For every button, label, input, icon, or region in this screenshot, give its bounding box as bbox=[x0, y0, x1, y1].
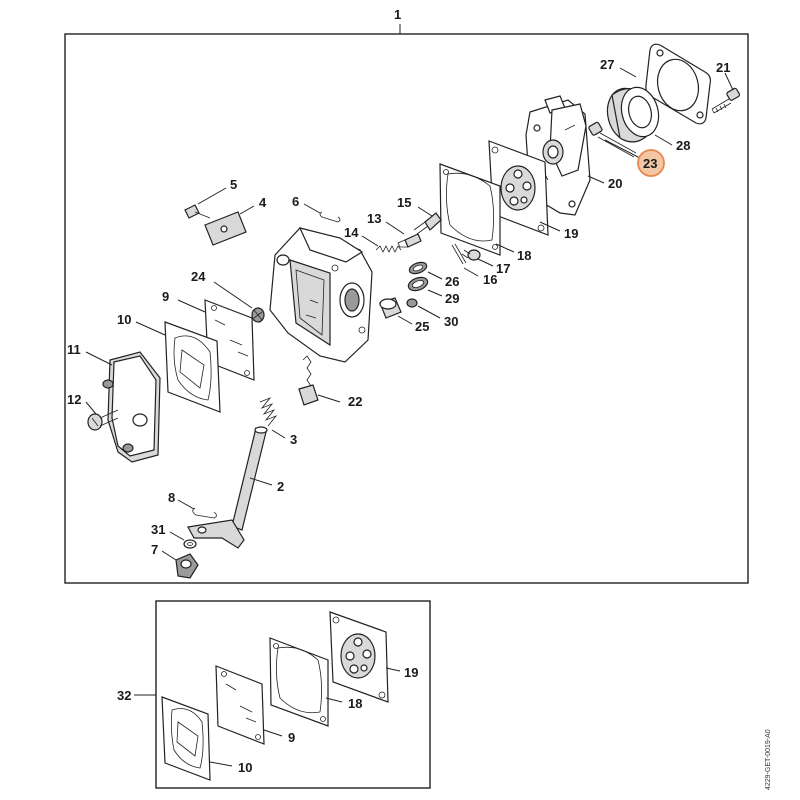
label-18[interactable]: 18 bbox=[517, 248, 531, 263]
part-15-needle[interactable] bbox=[413, 212, 442, 235]
kit-9-plate[interactable] bbox=[215, 665, 265, 745]
kit-10-gasket[interactable] bbox=[161, 696, 211, 781]
label-29[interactable]: 29 bbox=[445, 291, 459, 306]
label-15[interactable]: 15 bbox=[397, 195, 411, 210]
label-28[interactable]: 28 bbox=[676, 138, 690, 153]
label-20[interactable]: 20 bbox=[608, 176, 622, 191]
label-22[interactable]: 22 bbox=[348, 394, 362, 409]
part-28-intake-sleeve[interactable] bbox=[602, 83, 664, 146]
part-26-o-ring[interactable] bbox=[408, 260, 428, 276]
label-13[interactable]: 13 bbox=[367, 211, 381, 226]
part-19-diaphragm[interactable] bbox=[488, 140, 549, 236]
part-22-idle-screw[interactable] bbox=[298, 355, 319, 406]
label-3[interactable]: 3 bbox=[290, 432, 297, 447]
part-16-pin[interactable] bbox=[451, 243, 467, 265]
part-31-washer[interactable] bbox=[183, 539, 197, 549]
carburetor-body[interactable] bbox=[269, 227, 373, 363]
part-5-screw[interactable] bbox=[184, 204, 211, 219]
part-11-cover[interactable] bbox=[102, 351, 161, 463]
label-4[interactable]: 4 bbox=[259, 195, 267, 210]
part-13-inlet-needle[interactable] bbox=[397, 233, 422, 248]
label-2[interactable]: 2 bbox=[277, 479, 284, 494]
label-23-highlight[interactable] bbox=[637, 149, 665, 177]
part-30-plug[interactable] bbox=[406, 298, 418, 308]
label-11[interactable]: 11 bbox=[67, 342, 81, 357]
label-24[interactable]: 24 bbox=[191, 269, 206, 284]
label-17[interactable]: 17 bbox=[496, 261, 510, 276]
part-21-screw[interactable] bbox=[711, 87, 741, 114]
part-2-shaft[interactable] bbox=[187, 426, 268, 549]
doc-code: 4229-GET-0019-A0 bbox=[765, 729, 772, 790]
label-7[interactable]: 7 bbox=[151, 542, 158, 557]
label-16[interactable]: 16 bbox=[483, 272, 497, 287]
label-14[interactable]: 14 bbox=[344, 225, 359, 240]
label-21[interactable]: 21 bbox=[716, 60, 730, 75]
kit-label-19[interactable]: 19 bbox=[404, 665, 418, 680]
kit-label-18[interactable]: 18 bbox=[348, 696, 362, 711]
kit-label-9[interactable]: 9 bbox=[288, 730, 295, 745]
part-7-nut[interactable] bbox=[175, 553, 199, 579]
part-8-clip[interactable] bbox=[192, 507, 217, 519]
label-27[interactable]: 27 bbox=[600, 57, 614, 72]
label-26[interactable]: 26 bbox=[445, 274, 459, 289]
part-23-screw[interactable] bbox=[588, 121, 637, 158]
label-1[interactable]: 1 bbox=[394, 7, 401, 22]
part-10-gasket[interactable] bbox=[164, 321, 221, 413]
part-14-spring[interactable] bbox=[375, 245, 402, 253]
label-30[interactable]: 30 bbox=[444, 314, 458, 329]
part-25-fitting[interactable] bbox=[379, 297, 402, 319]
label-10[interactable]: 10 bbox=[117, 312, 131, 327]
label-19[interactable]: 19 bbox=[564, 226, 578, 241]
part-3-spring[interactable] bbox=[259, 397, 278, 427]
label-31[interactable]: 31 bbox=[151, 522, 165, 537]
label-23[interactable]: 23 bbox=[643, 156, 657, 171]
label-9[interactable]: 9 bbox=[162, 289, 169, 304]
label-6[interactable]: 6 bbox=[292, 194, 299, 209]
main-assembly-frame bbox=[64, 33, 749, 584]
part-24-filter[interactable] bbox=[251, 307, 265, 323]
part-18-gasket[interactable] bbox=[439, 163, 501, 256]
part-6-clip[interactable] bbox=[319, 211, 341, 223]
part-27-flange-gasket[interactable] bbox=[645, 43, 712, 125]
label-32[interactable]: 32 bbox=[117, 688, 131, 703]
label-5[interactable]: 5 bbox=[230, 177, 237, 192]
part-12-screw[interactable] bbox=[87, 409, 119, 431]
kit-19-diaphragm[interactable] bbox=[329, 611, 389, 703]
kit-18-gasket[interactable] bbox=[269, 637, 329, 727]
kit-label-10[interactable]: 10 bbox=[238, 760, 252, 775]
part-4-disc[interactable] bbox=[204, 211, 247, 246]
part-29-o-ring[interactable] bbox=[407, 275, 430, 293]
label-12[interactable]: 12 bbox=[67, 392, 81, 407]
label-8[interactable]: 8 bbox=[168, 490, 175, 505]
part-17-screw[interactable] bbox=[461, 249, 481, 261]
label-25[interactable]: 25 bbox=[415, 319, 429, 334]
